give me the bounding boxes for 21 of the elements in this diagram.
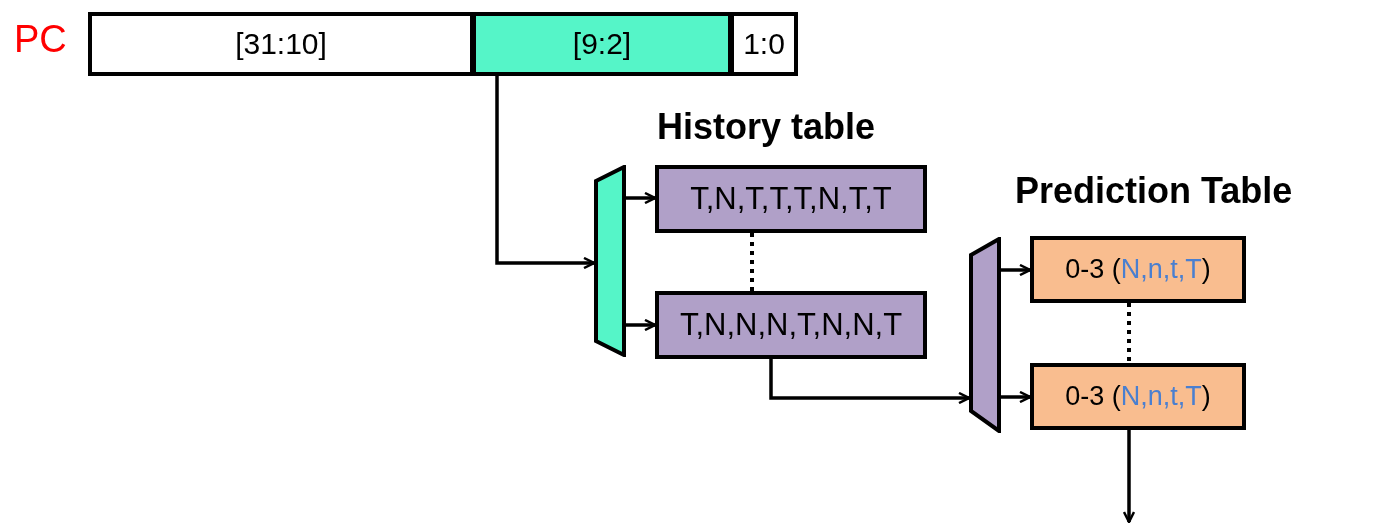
arrow bbox=[495, 76, 596, 270]
arrow bbox=[1122, 430, 1136, 524]
register-field: [9:2] bbox=[472, 12, 732, 76]
table-title: Prediction Table bbox=[1015, 170, 1293, 212]
arrow bbox=[769, 359, 971, 405]
arrow bbox=[626, 191, 657, 205]
register-field: [31:10] bbox=[88, 12, 474, 76]
register-name: PC bbox=[14, 18, 67, 61]
dotted-connector bbox=[1127, 303, 1131, 363]
table-title: History table bbox=[657, 106, 876, 148]
dotted-connector bbox=[750, 233, 754, 291]
table-row: 0-3 (N,n,t,T) bbox=[1030, 363, 1246, 430]
arrow bbox=[1001, 263, 1032, 277]
arrow bbox=[1001, 390, 1032, 404]
register-field: 1:0 bbox=[730, 12, 798, 76]
multiplexer bbox=[969, 237, 1001, 433]
arrow bbox=[626, 318, 657, 332]
table-row: T,N,T,T,T,N,T,T bbox=[655, 165, 927, 233]
multiplexer bbox=[594, 165, 626, 357]
table-row: T,N,N,N,T,N,N,T bbox=[655, 291, 927, 359]
table-row: 0-3 (N,n,t,T) bbox=[1030, 236, 1246, 303]
